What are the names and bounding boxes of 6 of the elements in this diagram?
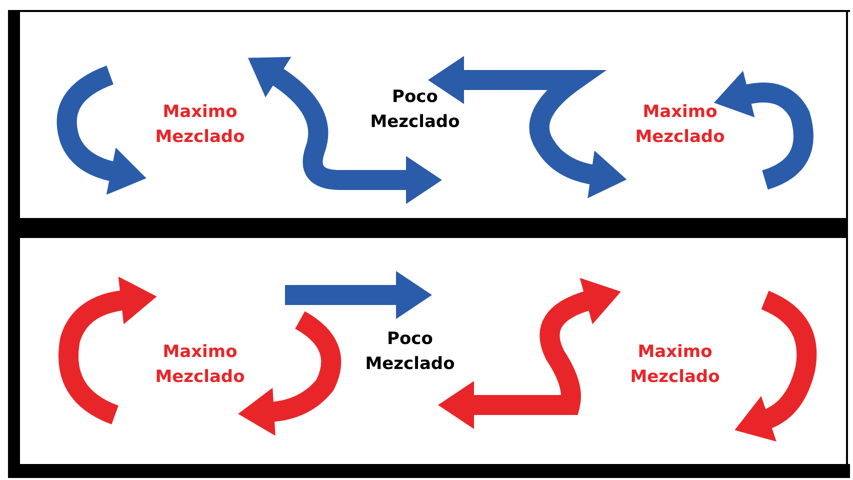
mixing-label: Maximo Mezclado (629, 341, 721, 389)
mixing-label: Maximo Mezclado (154, 101, 246, 149)
mixing-label: Maximo Mezclado (154, 341, 246, 389)
mixing-label: Poco Mezclado (364, 328, 456, 376)
mixing-label: Maximo Mezclado (634, 101, 726, 149)
mixing-label: Poco Mezclado (369, 86, 461, 134)
